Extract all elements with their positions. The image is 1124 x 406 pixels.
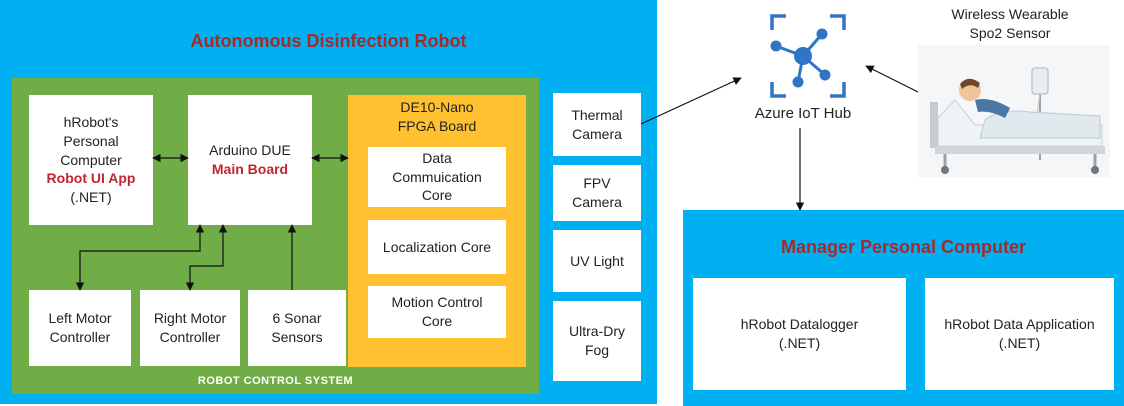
thermal-camera: Thermal Camera (553, 93, 641, 156)
right-motor-controller: Right Motor Controller (140, 290, 240, 366)
hrobot-datalogger: hRobot Datalogger (.NET) (693, 278, 906, 390)
hrobot-data-application: hRobot Data Application (.NET) (925, 278, 1114, 390)
arduino-main-board: Arduino DUE Main Board (188, 95, 312, 225)
arduino-label: Arduino DUE (209, 142, 291, 159)
ultra-dry-fog: Ultra-Dry Fog (553, 301, 641, 381)
robot-ui-app-label: Robot UI App (46, 170, 136, 187)
manager-title: Manager Personal Computer (780, 237, 1027, 257)
azure-iot-hub-label: Azure IoT Hub (754, 105, 852, 122)
right-motor-connector (185, 224, 228, 291)
fpv-camera: FPV Camera (553, 165, 641, 221)
azure-iot-hub-icon (770, 14, 846, 98)
patient-bed-illustration (918, 45, 1110, 177)
thermal-iot-connector (640, 77, 742, 125)
robot-control-system-label: ROBOT CONTROL SYSTEM (197, 375, 354, 387)
left-motor-connector (75, 224, 205, 291)
fpga-core-motion-control: Motion Control Core (368, 286, 506, 338)
fpga-core-localization: Localization Core (368, 220, 506, 274)
uv-light: UV Light (553, 230, 641, 292)
fpga-title: DE10-Nano FPGA Board (397, 99, 477, 134)
fpga-core-data-communication: Data Commuication Core (368, 147, 506, 207)
hrobot-pc-box: hRobot's Personal Computer Robot UI App … (29, 95, 153, 225)
hrobot-pc-label: hRobot's Personal Computer (60, 113, 122, 168)
left-motor-controller: Left Motor Controller (29, 290, 131, 366)
hrobot-pc-runtime: (.NET) (70, 189, 112, 206)
main-board-label: Main Board (211, 161, 289, 177)
robot-title: Autonomous Disinfection Robot (190, 31, 467, 51)
spo2-sensor-label: Wireless Wearable Spo2 Sensor (951, 6, 1069, 41)
sonar-sensors: 6 Sonar Sensors (248, 290, 346, 366)
